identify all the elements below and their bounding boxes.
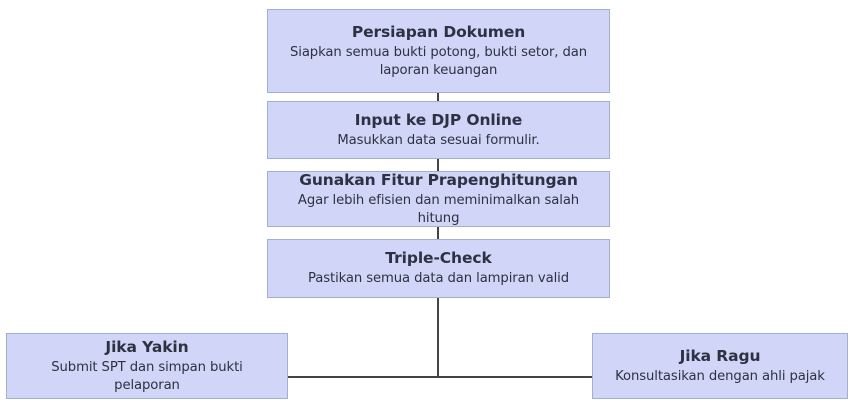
node-title: Persiapan Dokumen (351, 22, 526, 41)
node-title: Triple-Check (385, 249, 492, 268)
node-fitur-prapenghitungan[interactable]: Gunakan Fitur Prapenghitungan Agar lebih… (267, 171, 610, 227)
node-description: Submit SPT dan simpan bukti pelaporan (51, 359, 243, 393)
connector-persiapan-to-input (437, 93, 439, 101)
node-title: Jika Ragu (679, 346, 761, 365)
connector-input-to-prapenghitungan (437, 159, 439, 171)
node-description: Konsultasikan dengan ahli pajak (615, 368, 825, 384)
connector-branch-to-jika-ragu (437, 376, 592, 378)
node-triple-check[interactable]: Triple-Check Pastikan semua data dan lam… (267, 239, 610, 298)
node-title: Jika Yakin (105, 337, 189, 356)
node-description: Siapkan semua bukti potong, bukti setor,… (289, 44, 587, 78)
connector-prapenghitungan-to-triplecheck (437, 227, 439, 239)
node-title: Input ke DJP Online (354, 110, 523, 129)
node-description: Masukkan data sesuai formulir. (337, 132, 540, 148)
node-input-djp-online[interactable]: Input ke DJP Online Masukkan data sesuai… (267, 101, 610, 159)
connector-triplecheck-to-branch (437, 298, 439, 378)
node-title: Gunakan Fitur Prapenghitungan (299, 170, 578, 189)
node-description: Pastikan semua data dan lampiran valid (307, 271, 569, 287)
node-jika-ragu[interactable]: Jika Ragu Konsultasikan dengan ahli paja… (592, 333, 848, 399)
node-persiapan-dokumen[interactable]: Persiapan Dokumen Siapkan semua bukti po… (267, 9, 610, 93)
connector-branch-to-jika-yakin (288, 376, 438, 378)
node-description: Agar lebih efisien dan meminimalkan sala… (297, 192, 580, 226)
node-jika-yakin[interactable]: Jika Yakin Submit SPT dan simpan bukti p… (6, 333, 288, 399)
